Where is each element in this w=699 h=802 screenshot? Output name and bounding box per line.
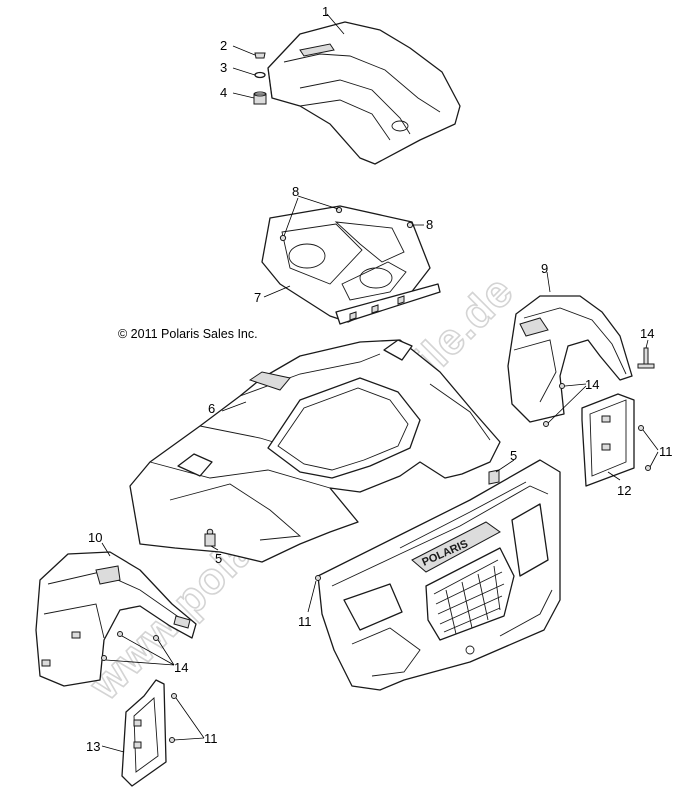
callout-5-left: 5 <box>215 551 222 566</box>
callout-9: 9 <box>541 261 548 276</box>
callout-10: 10 <box>88 530 102 545</box>
part-5-clip-right <box>488 469 500 485</box>
callout-5-right: 5 <box>510 448 517 463</box>
callout-7: 7 <box>254 290 261 305</box>
callout-12: 12 <box>617 483 631 498</box>
callout-14-left: 14 <box>174 660 188 675</box>
part-2-screw <box>254 52 266 59</box>
callout-13: 13 <box>86 739 100 754</box>
callout-14-right: 14 <box>640 326 654 341</box>
part-4-grommet <box>253 91 267 105</box>
copyright-notice: © 2011 Polaris Sales Inc. <box>118 327 258 341</box>
part-14-rivet-right <box>637 347 655 369</box>
callout-3: 3 <box>220 60 227 75</box>
part-10-left-fender <box>35 551 197 687</box>
callout-1: 1 <box>322 4 329 19</box>
part-13-left-panel <box>121 679 177 787</box>
part-8-screws <box>279 206 414 242</box>
callout-11-left: 11 <box>204 731 218 746</box>
part-1-rear-cover <box>267 21 461 165</box>
part-12-right-panel <box>581 393 651 487</box>
front-bumper-grille: POLARIS <box>315 459 561 691</box>
callout-4: 4 <box>220 85 227 100</box>
callout-labels: 1 2 3 4 8 8 7 9 14 14 6 5 11 12 5 10 14 … <box>86 4 673 754</box>
callout-8-right: 8 <box>426 217 433 232</box>
leader-lines <box>101 13 659 753</box>
callout-14-mid: 14 <box>585 377 599 392</box>
part-9-right-fender <box>507 295 633 427</box>
part-3-washer <box>254 71 266 79</box>
part-7-storage-tray <box>261 205 441 325</box>
callout-6: 6 <box>208 401 215 416</box>
callout-11-center: 11 <box>298 614 312 629</box>
part-6-hood <box>129 339 501 563</box>
callout-8-top: 8 <box>292 184 299 199</box>
part-5-clip-left <box>204 533 216 547</box>
callout-2: 2 <box>220 38 227 53</box>
callout-11-right: 11 <box>659 444 673 459</box>
